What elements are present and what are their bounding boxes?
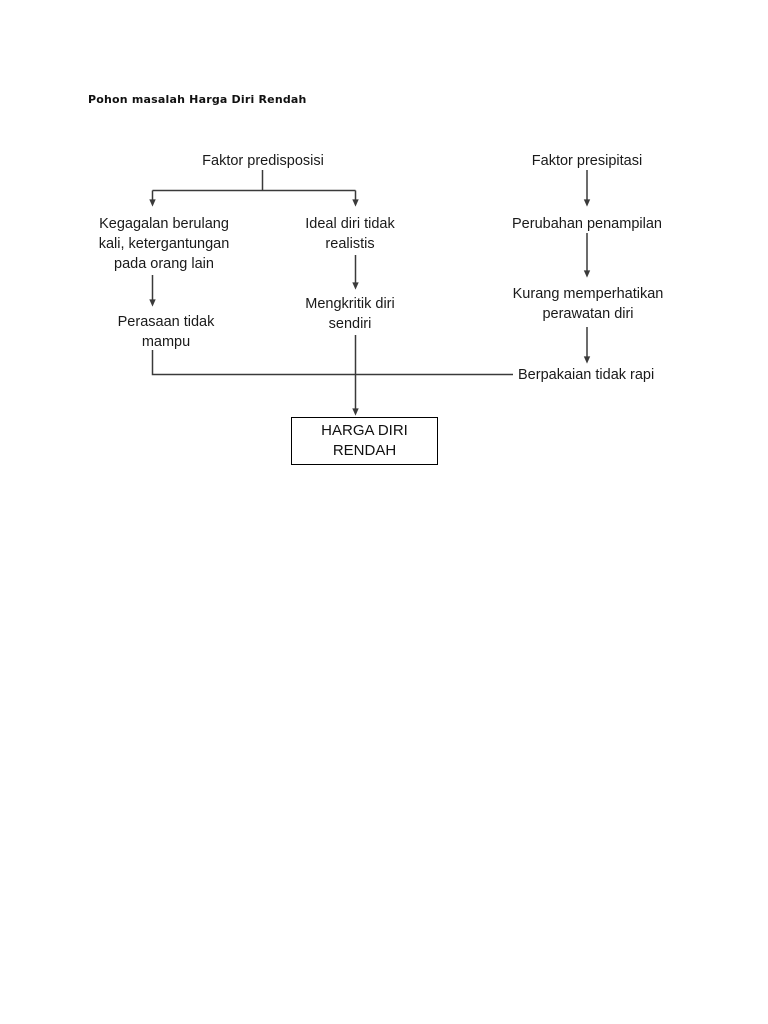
node-mengkritik-diri-sendiri: Mengkritik diri sendiri xyxy=(305,296,395,332)
node-kurang-memperhatikan-perawatan-diri: Kurang memperhatikan perawatan diri xyxy=(512,286,664,322)
edge-perasaan-to-joinbar xyxy=(151,350,356,376)
node-perubahan-penampilan: Perubahan penampilan xyxy=(512,216,662,232)
node-berpakaian-tidak-rapi: Berpakaian tidak rapi xyxy=(518,367,655,383)
node-kegagalan-berulang: Kegagalan berulang kali, ketergantungan … xyxy=(98,216,230,272)
page-title: Pohon masalah Harga Diri Rendah xyxy=(88,93,307,106)
node-perasaan-tidak-mampu: Perasaan tidak mampu xyxy=(117,314,215,350)
node-ideal-diri-tidak-realistis: Ideal diri tidak realistis xyxy=(305,216,395,252)
node-faktor-predisposisi: Faktor predisposisi xyxy=(202,153,324,169)
node-harga-diri-rendah-box: HARGA DIRI RENDAH xyxy=(291,417,438,465)
node-faktor-presipitasi: Faktor presipitasi xyxy=(531,153,643,169)
node-harga-diri-rendah-label: HARGA DIRI RENDAH xyxy=(321,422,408,459)
